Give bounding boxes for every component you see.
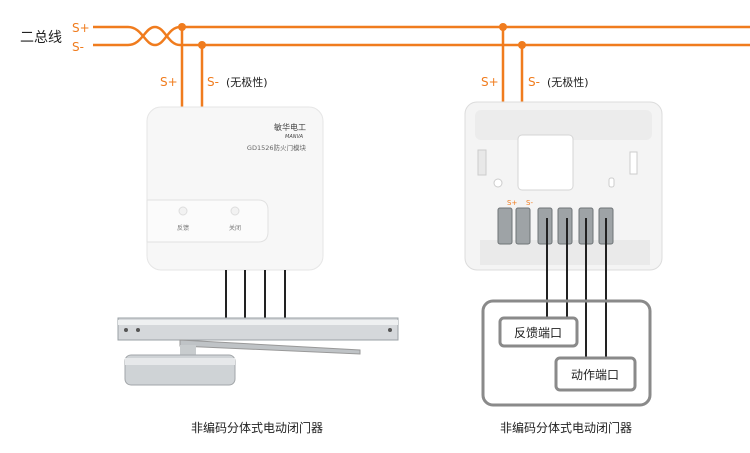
module-base-image [464, 101, 663, 271]
right-polarity-note: (无极性) [547, 75, 589, 89]
right-caption: 非编码分体式电动闭门器 [500, 420, 632, 435]
bus-label: 二总线 [20, 30, 62, 46]
action-port-box [554, 356, 637, 392]
module-output-wires [225, 270, 286, 318]
terminal-block [497, 207, 614, 245]
terminal-s-plus-label: S+ [507, 199, 517, 207]
feedback-port-label: 反馈端口 [514, 326, 562, 340]
bus-s-minus-label: S- [72, 40, 84, 54]
close-led [230, 206, 240, 216]
left-caption: 非编码分体式电动闭门器 [191, 420, 323, 435]
module-led2-label: 关闭 [229, 224, 241, 232]
right-s-plus-label: S+ [481, 75, 499, 89]
fire-door-module: 敏华电工 MANVA GD1526防火门模块 反馈 关闭 [146, 106, 324, 271]
bus-s-minus-line [93, 25, 750, 47]
right-s-minus-label: S- [528, 75, 540, 89]
bus-s-plus-line [93, 25, 750, 47]
terminal-s-minus-label: S- [526, 199, 533, 207]
door-closer-outline [481, 299, 652, 407]
left-s-plus-label: S+ [160, 75, 178, 89]
module-brand-en: MANVA [285, 134, 304, 140]
feedback-led [178, 206, 188, 216]
module-model: GD1526防火门模块 [247, 143, 307, 152]
feedback-port-box [498, 316, 579, 348]
door-closer-image [117, 317, 399, 386]
module-led1-label: 反馈 [177, 224, 189, 232]
module-brand: 敏华电工 [274, 122, 306, 132]
action-port-label: 动作端口 [571, 368, 619, 382]
left-s-minus-label: S- [207, 75, 219, 89]
junction-dots [178, 23, 526, 49]
bus-s-plus-label: S+ [72, 21, 90, 35]
left-polarity-note: (无极性) [226, 75, 268, 89]
